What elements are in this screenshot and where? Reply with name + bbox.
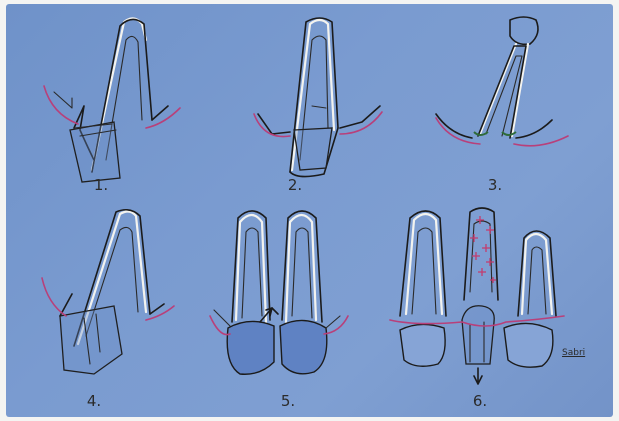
panel-3-label: 3. [488,176,502,194]
panel-6-drawing [386,204,576,409]
panel-4-drawing [34,204,224,409]
panel-2-drawing [228,10,418,215]
illustration-board: 1. 2. [6,4,613,417]
panel-1 [34,10,224,215]
artist-signature: Sabri [562,348,585,358]
panel-3 [420,10,610,215]
panel-1-label: 1. [94,176,108,194]
panel-5-label: 5. [281,392,295,410]
panel-5 [200,204,390,409]
panel-6 [386,204,566,409]
panel-2-label: 2. [288,176,302,194]
panel-4 [34,204,224,409]
panel-1-drawing [34,10,224,215]
panel-5-drawing [200,204,390,409]
panel-4-label: 4. [87,392,101,410]
panel-6-label: 6. [473,392,487,410]
panel-2 [228,10,418,215]
panel-3-drawing [420,10,610,215]
